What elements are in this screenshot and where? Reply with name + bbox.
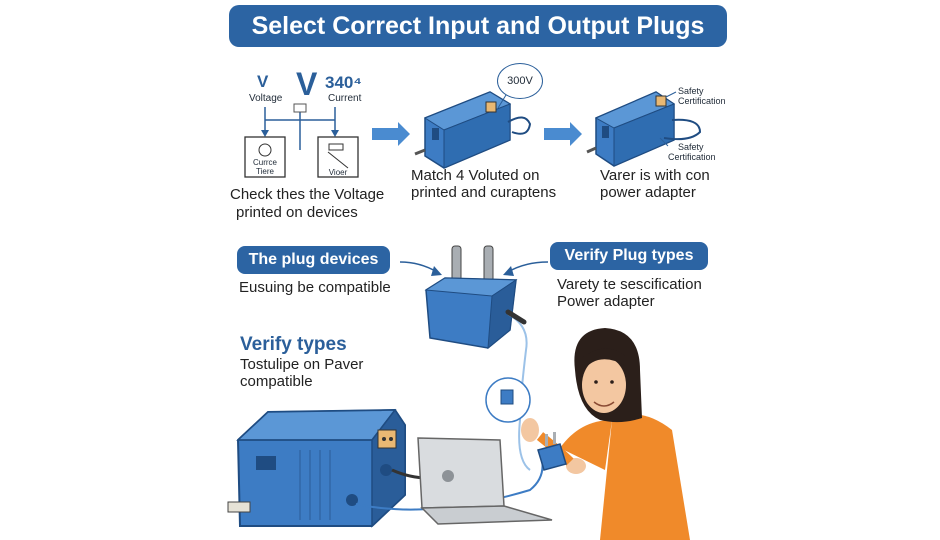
plug-devices-label: The plug devices — [237, 246, 390, 274]
cert-bottom-line1: Safety — [678, 142, 704, 152]
verify-plug-label: Verify Plug types — [550, 242, 708, 270]
verify-plug-line2: Power adapter — [557, 293, 655, 310]
step2-caption-line1: Match 4 Voluted on — [411, 167, 540, 184]
step1-caption-line1: Check thes the Voltage — [230, 186, 385, 203]
woman-figure — [521, 328, 690, 540]
box-left-label: Currce Tiere — [252, 158, 277, 176]
laptop — [417, 437, 553, 525]
verify-types-line2: compatible — [240, 373, 313, 390]
page-title: Select Correct Input and Output Plugs — [229, 5, 727, 47]
voltage-symbol-large: V — [296, 66, 318, 102]
verify-types-line1: Tostulipe on Paver — [240, 356, 364, 373]
large-power-supply — [227, 408, 544, 528]
step2-caption-line2: printed and curaptens — [411, 184, 557, 201]
step3-caption-line1: Varer is with con — [600, 167, 710, 184]
step1-caption-line2: printed on devices — [236, 204, 358, 221]
voltage-bubble: 300V — [497, 63, 543, 99]
box-right-label: Vioer — [328, 168, 348, 177]
step3-caption-line2: power adapter — [600, 184, 696, 201]
cert-bottom-line2: Certification — [668, 152, 716, 162]
verify-plug-line1: Varety te sescification — [557, 276, 702, 293]
voltage-label: Voltage — [249, 93, 283, 104]
voltage-symbol-small: V — [257, 72, 269, 91]
verify-types-heading: Verify types — [240, 334, 347, 355]
cert-top-line1: Safety — [678, 86, 704, 96]
rating-value: 340⁴ — [325, 73, 362, 92]
current-label: Current — [328, 93, 362, 104]
cert-top-line2: Certification — [678, 96, 726, 106]
plug-devices-text: Eusuing be compatible — [239, 279, 391, 296]
